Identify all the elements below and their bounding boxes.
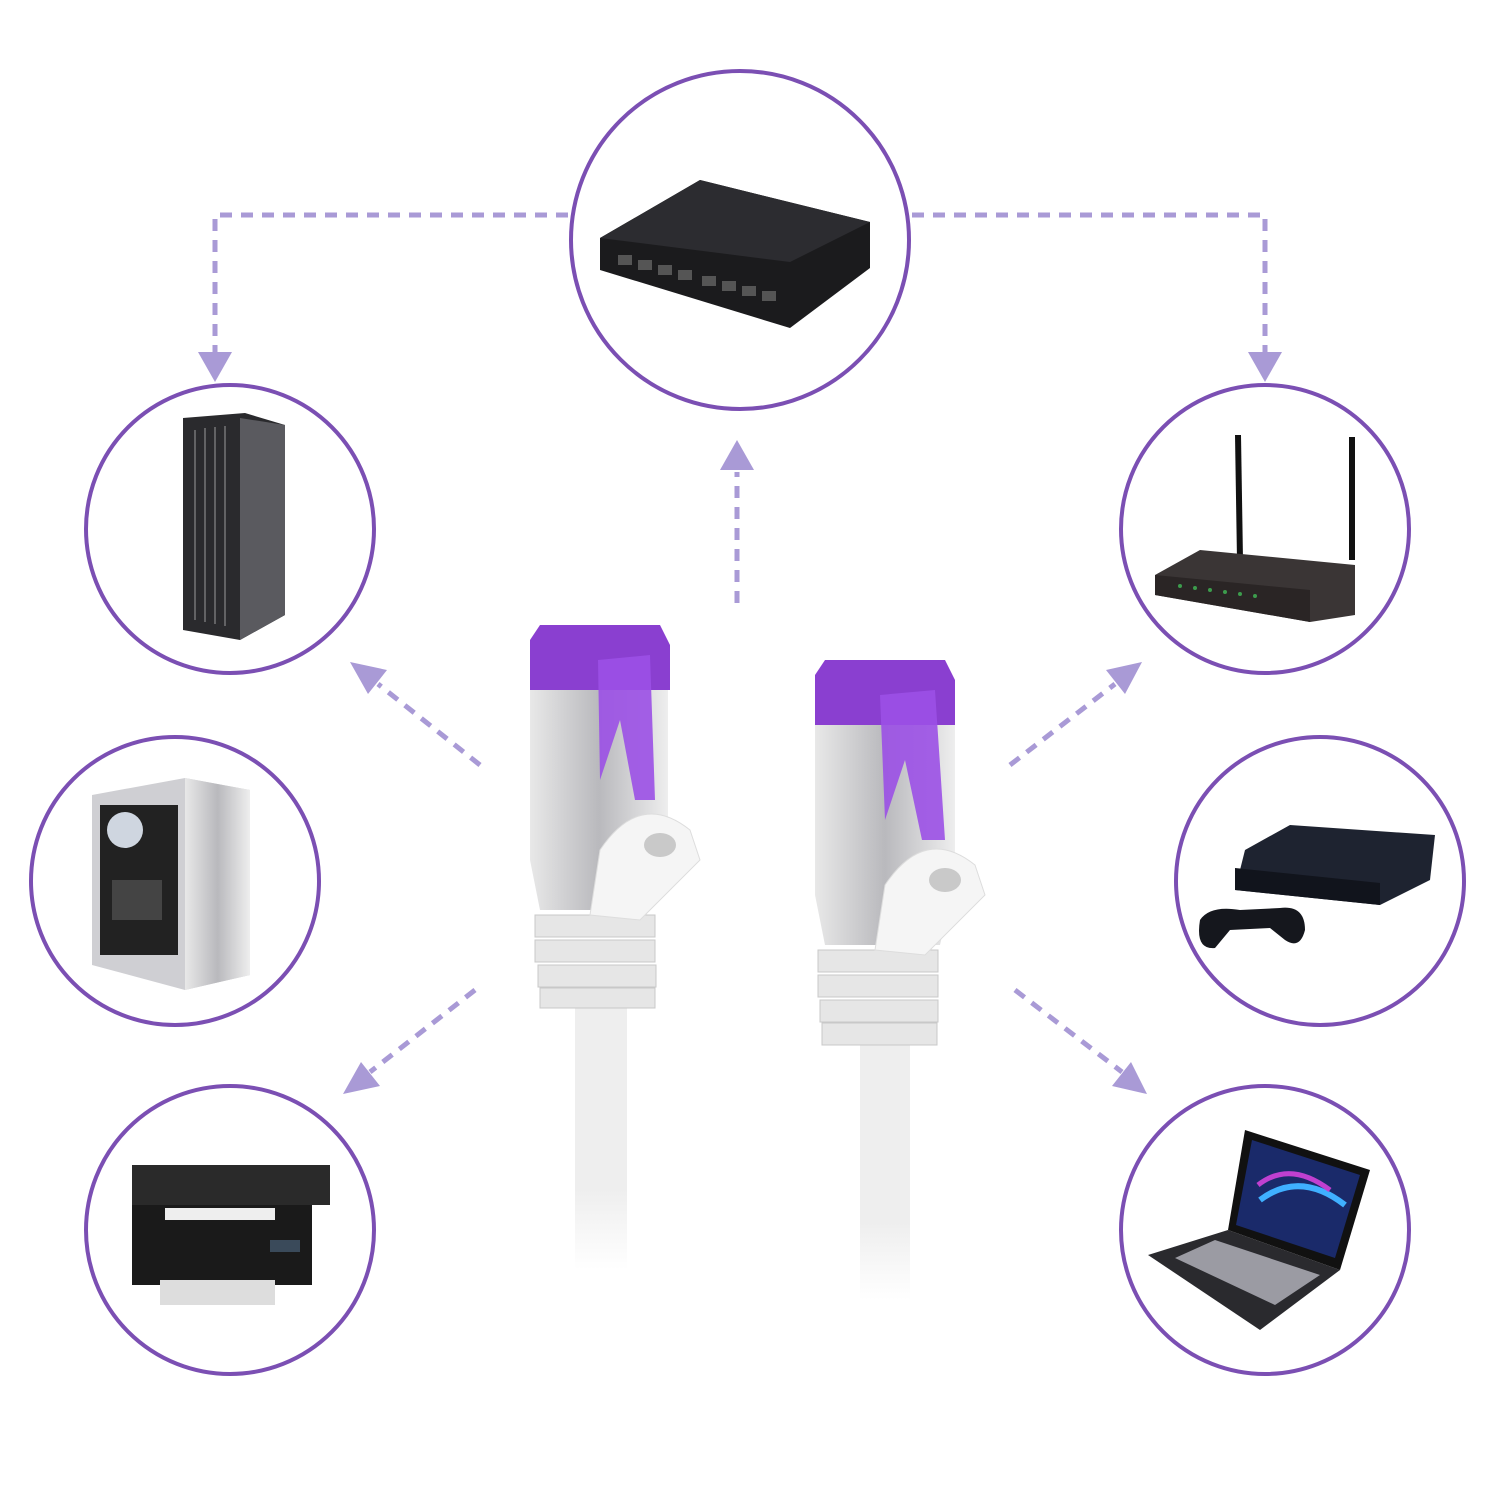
arrow-cable-to-laptop	[1013, 988, 1124, 1074]
arrowhead	[1112, 1062, 1147, 1094]
arrowhead	[343, 1062, 380, 1094]
arrow-cable-to-server	[376, 682, 482, 767]
game-console-icon	[1199, 825, 1435, 949]
router-circle	[1119, 383, 1411, 675]
arrow-cable-to-router	[1008, 682, 1117, 767]
arrowhead	[720, 440, 754, 470]
wifi-router-icon	[1155, 434, 1355, 622]
right-connector	[815, 660, 986, 1300]
arrowhead	[1106, 662, 1142, 694]
arrowhead	[1248, 352, 1282, 382]
laptop-icon	[1148, 1130, 1370, 1330]
arrows	[198, 212, 1282, 1094]
arrowhead	[350, 662, 387, 694]
ethernet-cable-connectors-icon	[530, 625, 986, 1300]
arrow-cable-to-printer	[368, 988, 477, 1074]
desktop-pc-icon	[92, 778, 250, 990]
server-rack-icon	[183, 413, 285, 640]
network-switch-icon	[600, 180, 870, 328]
arrow-switch-to-server	[212, 212, 568, 352]
printer-icon	[132, 1165, 330, 1305]
arrowhead	[198, 352, 232, 382]
arrow-switch-to-router	[912, 212, 1268, 352]
left-connector	[530, 625, 701, 1270]
